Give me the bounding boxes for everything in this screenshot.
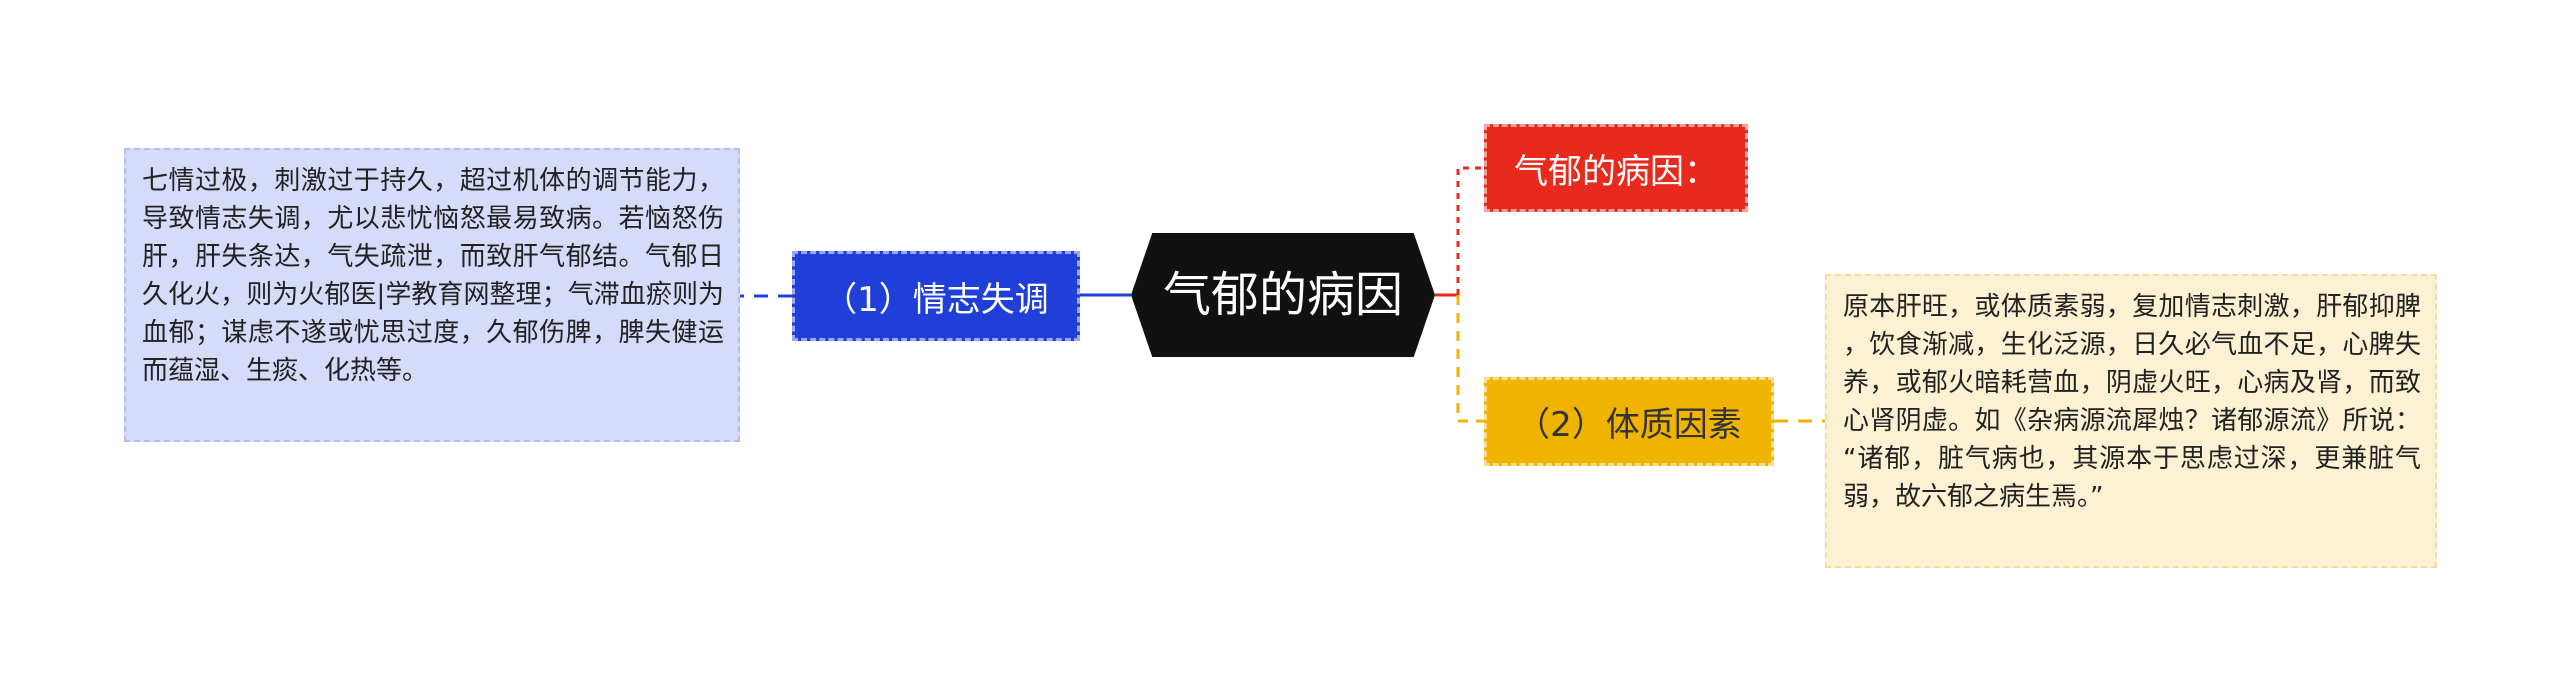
- branch-cause-heading[interactable]: 气郁的病因：: [1484, 124, 1748, 212]
- branch-constitution-factor-label: （2）体质因素: [1516, 405, 1742, 445]
- leaf-emotional-disorder-detail[interactable]: 七情过极，刺激过于持久，超过机体的调节能力，导致情志失调，尤以悲忧恼怒最易致病。…: [124, 148, 740, 442]
- branch-cause-heading-label: 气郁的病因：: [1514, 151, 1718, 192]
- connector-root-to-top-branch: [1456, 166, 1484, 295]
- branch-emotional-disorder-label: （1）情志失调: [823, 279, 1049, 320]
- branch-constitution-factor[interactable]: （2）体质因素: [1484, 377, 1774, 466]
- root-node[interactable]: 气郁的病因: [1131, 233, 1435, 357]
- leaf-constitution-factor-detail[interactable]: 原本肝旺，或体质素弱，复加情志刺激，肝郁抑脾，饮食渐减，生化泛源，日久必气血不足…: [1825, 274, 2437, 568]
- root-node-label: 气郁的病因: [1162, 267, 1403, 323]
- leaf-emotional-disorder-text: 七情过极，刺激过于持久，超过机体的调节能力，导致情志失调，尤以悲忧恼怒最易致病。…: [142, 166, 724, 386]
- leaf-constitution-factor-text: 原本肝旺，或体质素弱，复加情志刺激，肝郁抑脾，饮食渐减，生化泛源，日久必气血不足…: [1843, 292, 2421, 512]
- connector-root-to-bottom-branch: [1456, 295, 1484, 423]
- branch-emotional-disorder[interactable]: （1）情志失调: [792, 251, 1080, 341]
